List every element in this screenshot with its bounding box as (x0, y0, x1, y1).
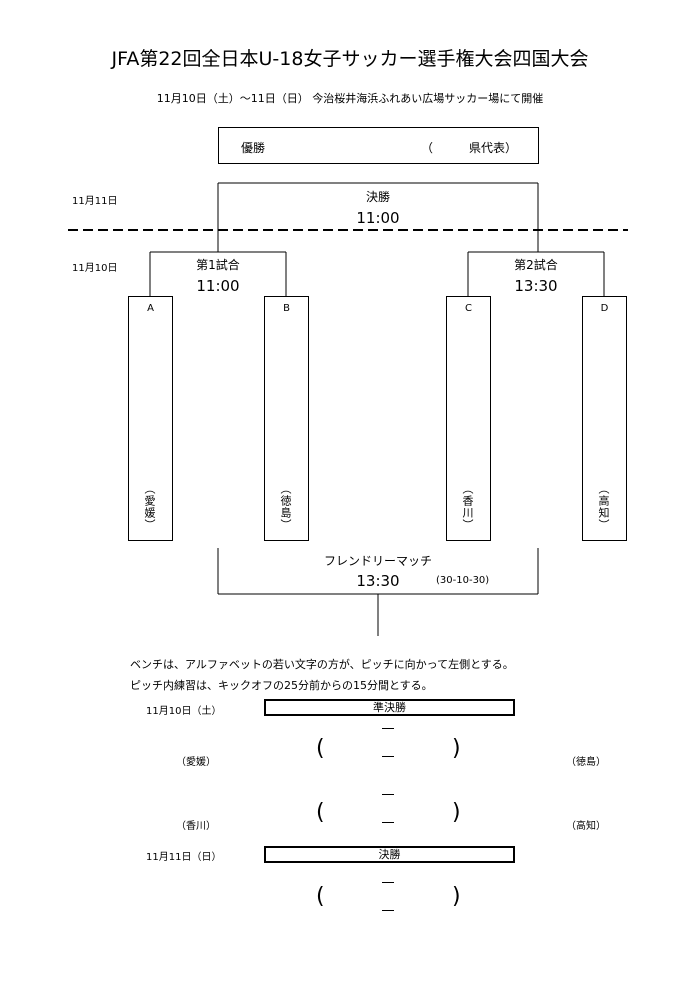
match1-right-team: （徳島） (566, 757, 606, 768)
page-title: JFA第22回全日本U-18女子サッカー選手権大会四国大会 (111, 48, 589, 70)
match1-left-team: （愛媛） (176, 757, 216, 768)
score-dash-bottom (382, 756, 394, 757)
final-time: 11:00 (356, 209, 400, 227)
page-subtitle: 11月10日（土）〜11日（日） 今治桜井海浜ふれあい広場サッカー場にて開催 (156, 92, 544, 105)
friendly-label: フレンドリーマッチ (323, 554, 432, 568)
team-name: （愛媛） (143, 483, 156, 531)
score-dash-bottom (382, 910, 394, 911)
score-open-paren: ( (316, 800, 325, 825)
results-day2-date: 11月11日（日） (146, 852, 222, 863)
team-slot-a: A （愛媛） (128, 296, 173, 541)
note-bench: ベンチは、アルファベットの若い文字の方が、ピッチに向かって左側とする。 (130, 658, 514, 671)
score-open-paren: ( (316, 736, 325, 761)
winner-label: 優勝 (241, 141, 266, 155)
team-slot-d: D （高知） (582, 296, 627, 541)
final-label: 決勝 (365, 190, 390, 204)
score-dash-top (382, 794, 394, 795)
score-close-paren: ) (452, 736, 461, 761)
note-practice: ピッチ内練習は、キックオフの25分前からの15分間とする。 (130, 679, 433, 692)
day1-label: 11月10日 (72, 263, 118, 274)
winner-representative: （ 県代表） (421, 141, 518, 155)
match2-left-team: （香川） (176, 821, 216, 832)
slot-letter: C (465, 303, 472, 314)
friendly-time: 13:30 (356, 572, 400, 590)
match2-time: 13:30 (514, 277, 558, 295)
final-result-label: 決勝 (378, 848, 401, 861)
team-name: （香川） (461, 483, 474, 531)
slot-letter: B (283, 303, 290, 314)
slot-letter: D (600, 303, 609, 314)
final-header: 決勝 (264, 846, 515, 863)
slot-letter: A (147, 303, 154, 314)
score-close-paren: ) (452, 800, 461, 825)
score-open-paren: ( (316, 884, 325, 909)
score-close-paren: ) (452, 884, 461, 909)
score-dash-top (382, 882, 394, 883)
friendly-format: (30-10-30) (436, 575, 490, 586)
winner-box: 優勝 （ 県代表） (218, 127, 539, 164)
match2-right-team: （高知） (566, 821, 606, 832)
semifinal-header: 準決勝 (264, 699, 515, 716)
match1-time: 11:00 (196, 277, 240, 295)
day2-label: 11月11日 (72, 196, 118, 207)
semifinal-label: 準決勝 (373, 701, 406, 714)
match1-label: 第1試合 (196, 258, 240, 272)
match2-label: 第2試合 (514, 258, 558, 272)
score-dash-top (382, 728, 394, 729)
team-slot-c: C （香川） (446, 296, 491, 541)
results-day1-date: 11月10日（土） (146, 706, 222, 717)
team-name: （高知） (597, 483, 610, 531)
score-dash-bottom (382, 822, 394, 823)
team-name: （徳島） (279, 483, 292, 531)
team-slot-b: B （徳島） (264, 296, 309, 541)
